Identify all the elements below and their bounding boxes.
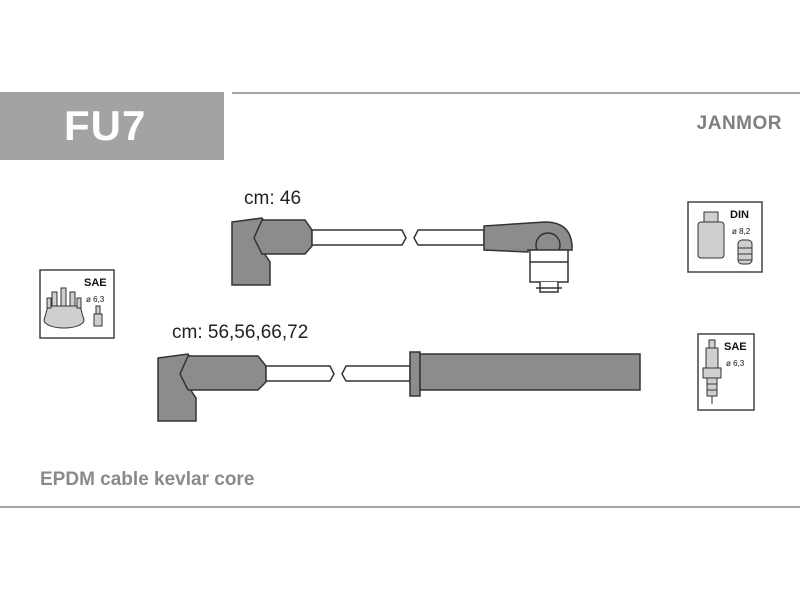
footer-divider	[0, 506, 800, 508]
cable-1-terminal-clip	[539, 282, 559, 293]
ignition-coil-icon	[687, 201, 763, 273]
cable-2-wire-a	[265, 365, 335, 382]
product-code: FU7	[64, 102, 147, 149]
cable-1-terminal	[529, 249, 569, 283]
cable-2-length: cm: 56,56,66,72	[172, 322, 309, 343]
cable-2-wire-b	[341, 365, 411, 382]
distributor-cap-icon	[39, 269, 115, 339]
header-divider	[232, 92, 800, 94]
cable-1-wire-a	[311, 229, 407, 246]
cable-1-wire-b	[413, 229, 485, 246]
cable-2-collar	[409, 351, 421, 397]
cable-1-sleeve-left	[253, 219, 313, 255]
right-bottom-connector-standard: SAE	[724, 341, 747, 353]
brand-name: JANMOR	[696, 113, 782, 134]
left-connector-diameter: ø 6,3	[86, 295, 105, 304]
spark-plug-icon	[697, 333, 755, 411]
right-top-connector-diameter: ø 8,2	[732, 227, 751, 236]
cable-2-sleeve-left	[179, 355, 267, 391]
cable-2	[157, 351, 641, 422]
cable-1	[231, 217, 573, 293]
cable-description: EPDM cable kevlar core	[40, 469, 255, 490]
left-connector-standard: SAE	[84, 277, 107, 289]
product-code-box	[0, 92, 224, 160]
cable-1-length: cm: 46	[244, 188, 302, 209]
right-top-connector-standard: DIN	[730, 209, 749, 221]
right-bottom-connector-diameter: ø 6,3	[726, 359, 745, 368]
cable-2-boot-right	[419, 353, 641, 391]
